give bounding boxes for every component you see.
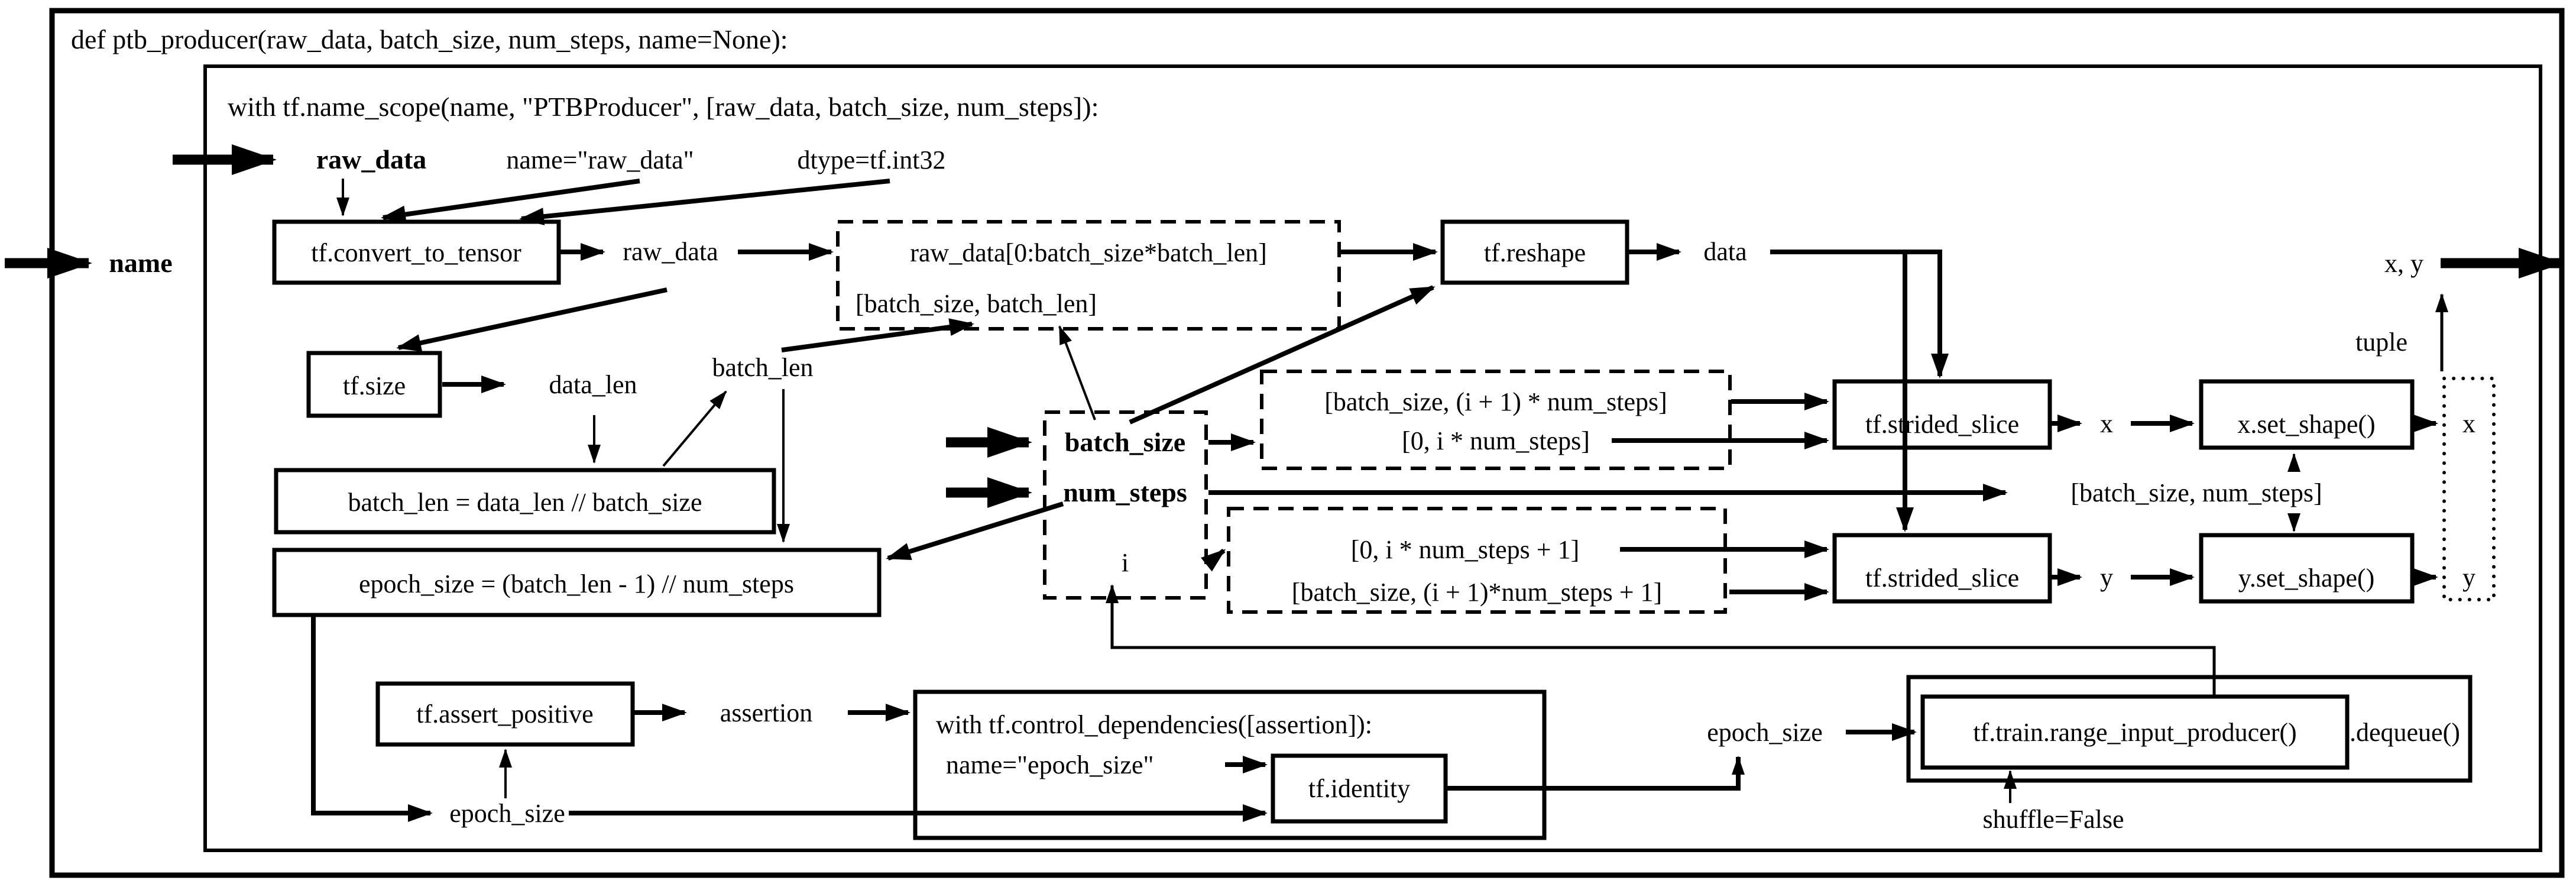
control-dependencies-label: with tf.control_dependencies([assertion]… xyxy=(936,710,1372,739)
edge-identity-to-epochsize xyxy=(1447,756,1745,791)
y-var-label: y xyxy=(2100,563,2113,592)
x-set-shape-box xyxy=(2199,379,2415,450)
loop-vars-dashed-box xyxy=(1043,410,1208,600)
batch-len-var-label: batch_len xyxy=(712,353,813,382)
dtype-attr-label: dtype=tf.int32 xyxy=(798,145,946,174)
epoch-name-attr-label: name="epoch_size" xyxy=(946,750,1153,779)
tf-size-box xyxy=(306,351,442,418)
xy-output-label: x, y xyxy=(2384,249,2423,278)
range-input-producer-box xyxy=(1920,694,2350,770)
x-var-label: x xyxy=(2100,409,2113,438)
y-set-shape-box xyxy=(2199,533,2415,604)
input-name-label: name xyxy=(109,248,172,278)
dequeue-label: .dequeue() xyxy=(2350,718,2460,747)
convert-to-tensor-box xyxy=(272,219,561,285)
edge-nameattr-to-convert xyxy=(381,179,640,224)
assertion-var-label: assertion xyxy=(720,698,812,727)
x-set-shape-label: x.set_shape() xyxy=(2237,410,2375,439)
strided-slice-y-label: tf.strided_slice xyxy=(1865,564,2019,593)
epoch-size-var-right-label: epoch_size xyxy=(1707,718,1822,747)
edge-data-to-stridedslice-x xyxy=(1770,250,1949,378)
y-set-shape-label: y.set_shape() xyxy=(2238,564,2375,593)
function-def-label: def ptb_producer(raw_data, batch_size, n… xyxy=(71,24,788,54)
identity-box xyxy=(1271,753,1448,824)
edge-i-to-yargs xyxy=(1201,548,1226,572)
edge-epochbox-to-epochsize xyxy=(311,616,433,822)
edge-rawdata-to-size xyxy=(396,287,668,352)
y-end-expr-label: [batch_size, (i + 1)*num_steps + 1] xyxy=(1292,578,1662,607)
shuffle-attr-label: shuffle=False xyxy=(1982,805,2124,834)
reshape-op-label: tf.reshape xyxy=(1484,238,1586,267)
edge-dequeue-to-i xyxy=(1106,584,2216,695)
name-scope-box xyxy=(203,64,2542,852)
edge-numsteps-to-epochsize xyxy=(886,501,1064,561)
tuple-label: tuple xyxy=(2355,328,2407,357)
input-batch-size-label: batch_size xyxy=(1065,427,1185,457)
batch-len-eq-box xyxy=(274,468,776,535)
slice-shape-expr-label: [batch_size, batch_len] xyxy=(856,289,1097,318)
xy-shape-expr-label: [batch_size, num_steps] xyxy=(2070,478,2322,507)
range-input-producer-label: tf.train.range_input_producer() xyxy=(1973,718,2296,747)
slice-expr-label: raw_data[0:batch_size*batch_len] xyxy=(910,238,1267,267)
slice-shape-dashed-box xyxy=(836,220,1341,331)
edge-dtype-to-convert xyxy=(519,179,890,226)
epoch-size-eq-box xyxy=(272,548,882,617)
i-var-label: i xyxy=(1122,548,1129,577)
data-len-var-label: data_len xyxy=(549,370,637,399)
control-dependencies-box xyxy=(913,689,1547,840)
identity-op-label: tf.identity xyxy=(1308,774,1410,803)
raw-data-var-label: raw_data xyxy=(623,237,718,266)
data-var-label: data xyxy=(1703,237,1747,266)
size-op-label: tf.size xyxy=(343,371,406,400)
edge-batchleneq-to-batchlen xyxy=(662,390,727,467)
x-begin-expr-label: [batch_size, (i + 1) * num_steps] xyxy=(1324,387,1667,416)
epoch-size-eq-label: epoch_size = (batch_len - 1) // num_step… xyxy=(359,569,794,598)
assert-positive-label: tf.assert_positive xyxy=(416,700,593,729)
x-slice-args-dashed-box xyxy=(1260,370,1732,470)
tuple-x-label: x xyxy=(2462,409,2475,438)
tuple-dotted-box xyxy=(2442,377,2496,601)
edge-batchsize-to-sliceshape xyxy=(1058,325,1096,420)
strided-slice-y-box xyxy=(1832,533,2052,604)
assert-positive-box xyxy=(375,681,635,747)
convert-op-label: tf.convert_to_tensor xyxy=(311,238,521,267)
input-num-steps-label: num_steps xyxy=(1063,477,1187,507)
input-raw-data-label: raw_data xyxy=(316,144,427,174)
x-end-expr-label: [0, i * num_steps] xyxy=(1402,426,1590,455)
producer-dequeue-box xyxy=(1906,675,2473,783)
batch-len-eq-label: batch_len = data_len // batch_size xyxy=(348,488,702,517)
name-scope-label: with tf.name_scope(name, "PTBProducer", … xyxy=(228,92,1099,122)
epoch-size-var-left-label: epoch_size xyxy=(449,799,565,828)
tensor-name-attr-label: name="raw_data" xyxy=(506,145,694,174)
strided-slice-x-box xyxy=(1832,379,2052,450)
reshape-box xyxy=(1440,219,1629,285)
y-slice-args-dashed-box xyxy=(1227,507,1727,614)
function-scope-box xyxy=(49,8,2565,878)
edge-shape-to-reshape xyxy=(1129,285,1436,425)
tuple-y-label: y xyxy=(2462,563,2475,592)
y-begin-expr-label: [0, i * num_steps + 1] xyxy=(1351,535,1580,564)
strided-slice-x-label: tf.strided_slice xyxy=(1865,410,2019,439)
